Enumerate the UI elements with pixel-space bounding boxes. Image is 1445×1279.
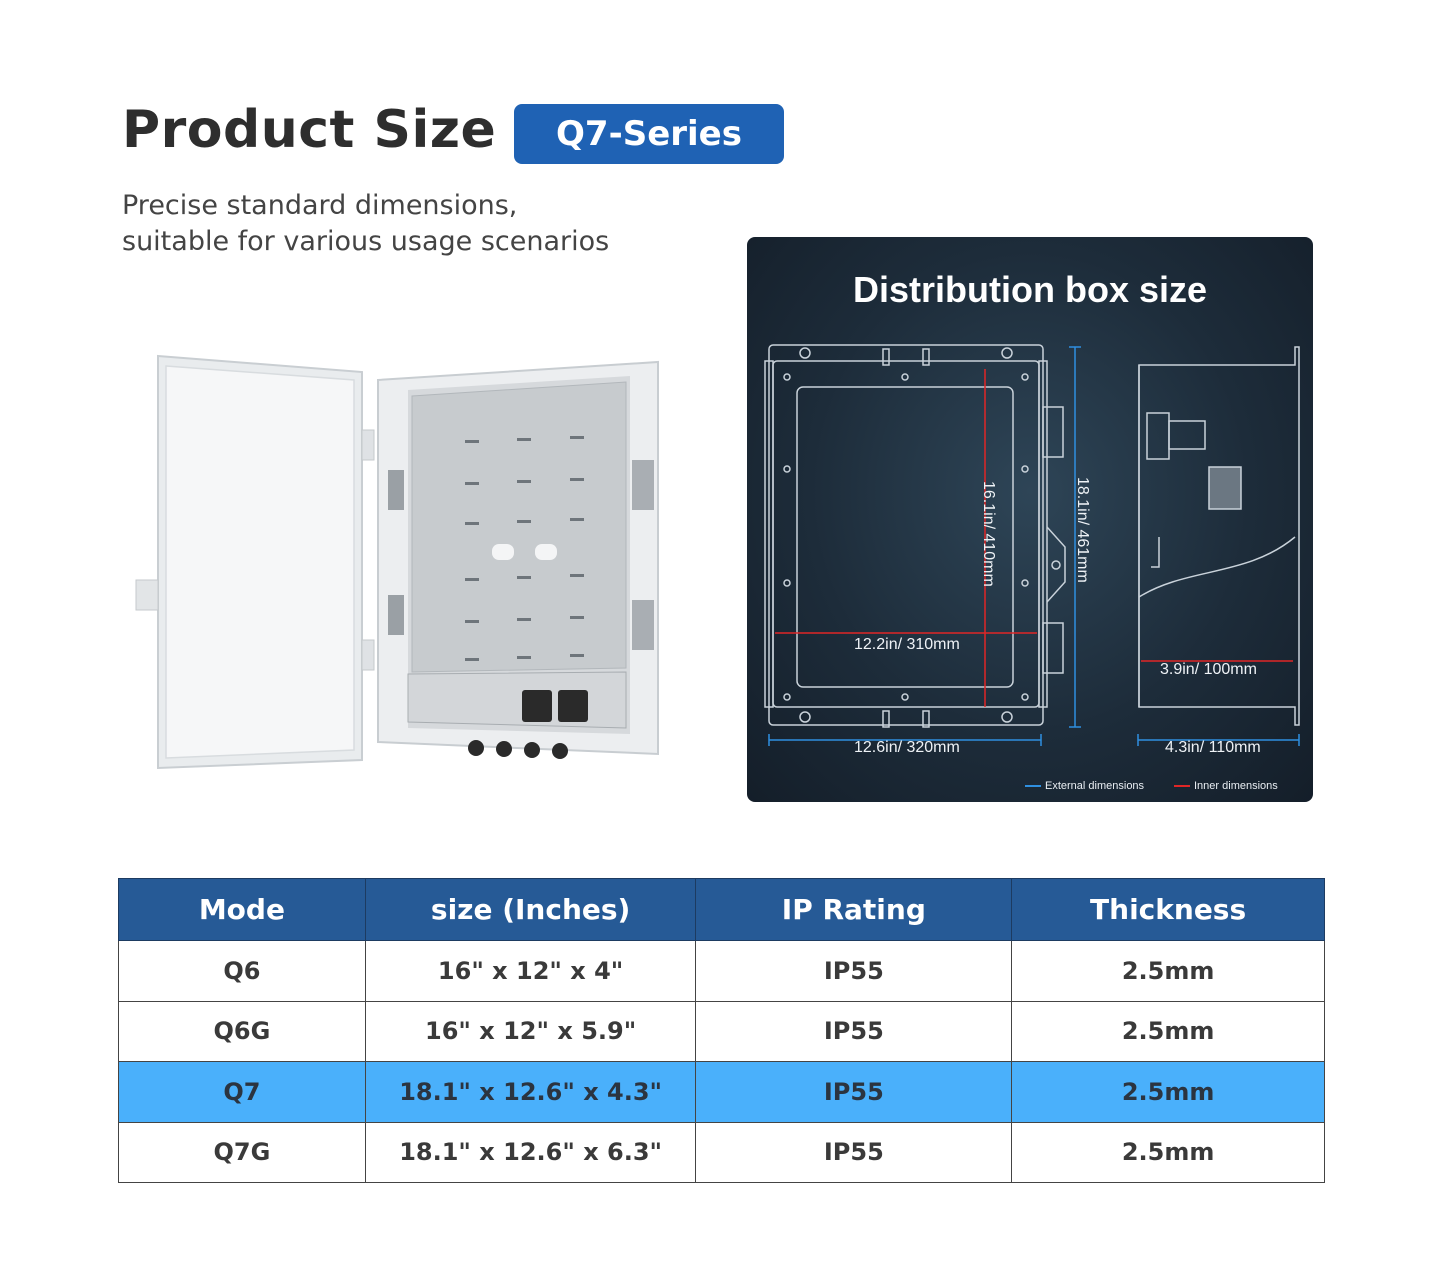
legend-external-swatch [1025,785,1041,787]
cell-ip-rating: IP55 [695,1000,1013,1062]
header-ip-rating: IP Rating [695,878,1013,941]
cell-size: 16" x 12" x 5.9" [364,1000,697,1062]
cell-size: 18.1" x 12.6" x 4.3" [364,1061,697,1123]
inner-dimension-lines [775,369,1293,707]
cell-thickness: 2.5mm [1011,1000,1325,1062]
outer-height-label: 18.1in/ 461mm [1074,477,1091,583]
inner-depth-label: 3.9in/ 100mm [1160,661,1257,678]
cell-ip-rating: IP55 [695,940,1013,1002]
enclosure-product-image [135,354,659,770]
cell-mode: Q7G [118,1121,366,1183]
cell-thickness: 2.5mm [1011,1061,1325,1123]
header-thickness: Thickness [1011,878,1325,941]
external-dimension-lines [768,346,1300,746]
cell-ip-rating: IP55 [695,1121,1013,1183]
table-row: Q6G 16" x 12" x 5.9" IP55 2.5mm [118,1000,1325,1062]
subtitle-line-1: Precise standard dimensions, [122,190,518,221]
legend-external-label: External dimensions [1045,780,1145,792]
table-header-row: Mode size (Inches) IP Rating Thickness [118,878,1325,941]
cell-mode: Q6G [118,1000,366,1062]
cell-thickness: 2.5mm [1011,1121,1325,1183]
cell-size: 16" x 12" x 4" [364,940,697,1002]
cell-mode: Q6 [118,940,366,1002]
cell-ip-rating: IP55 [695,1061,1013,1123]
cell-mode: Q7 [118,1061,366,1123]
front-inner-outline [796,386,1014,688]
dimension-diagram-panel: Distribution box size [747,237,1313,802]
spec-table: Mode size (Inches) IP Rating Thickness Q… [118,878,1325,1183]
series-badge: Q7-Series [514,104,784,164]
table-row: Q7G 18.1" x 12.6" x 6.3" IP55 2.5mm [118,1121,1325,1183]
page-title: Product Size [122,100,497,160]
side-outline [1138,346,1300,726]
legend-external: External dimensions [1025,780,1144,792]
outer-width-label: 12.6in/ 320mm [854,739,960,756]
front-outer-outline [768,344,1044,726]
legend-inner-swatch [1174,785,1190,787]
header-size: size (Inches) [364,878,697,941]
enclosure-body [377,360,659,759]
enclosure-door [135,354,375,770]
outer-depth-label: 4.3in/ 110mm [1165,739,1261,756]
table-row: Q6 16" x 12" x 4" IP55 2.5mm [118,940,1325,1002]
subtitle-line-2: suitable for various usage scenarios [122,226,610,257]
legend-inner: Inner dimensions [1174,780,1278,792]
header-mode: Mode [118,878,366,941]
inner-width-label: 12.2in/ 310mm [854,636,960,653]
legend-inner-label: Inner dimensions [1194,780,1278,792]
cell-thickness: 2.5mm [1011,940,1325,1002]
cell-size: 18.1" x 12.6" x 6.3" [364,1121,697,1183]
table-row-highlighted: Q7 18.1" x 12.6" x 4.3" IP55 2.5mm [118,1061,1325,1123]
dimension-drawing [764,344,1300,746]
inner-height-label: 16.1in/ 410mm [980,481,997,587]
page-subtitle: Precise standard dimensions, suitable fo… [122,188,609,260]
diagram-title: Distribution box size [852,269,1208,310]
